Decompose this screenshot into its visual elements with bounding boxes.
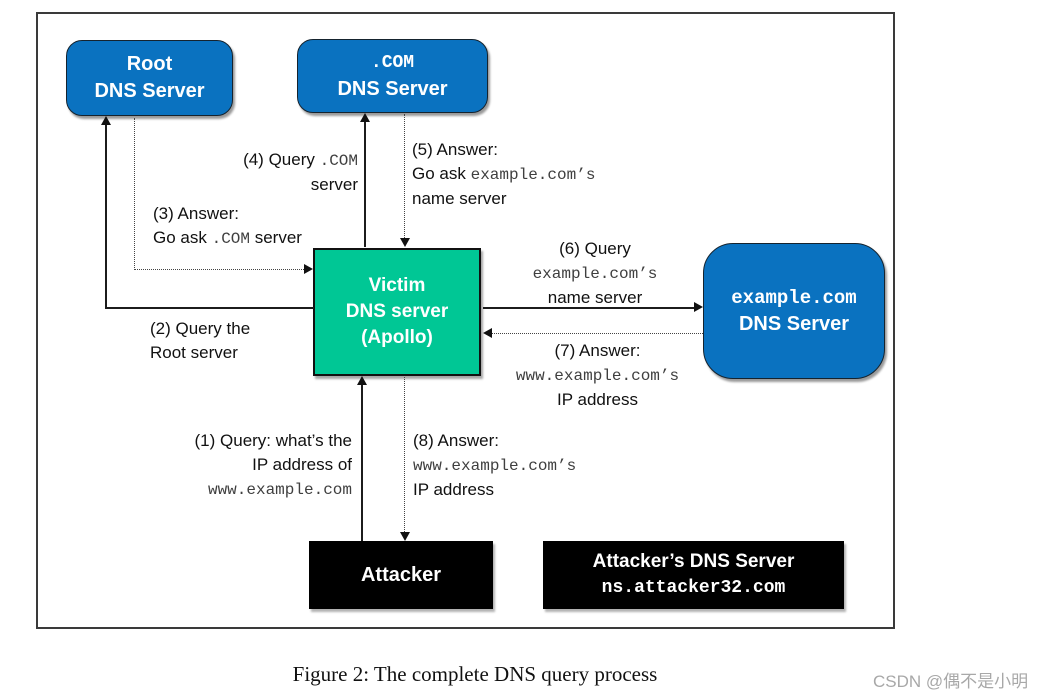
node-example-line2: DNS Server — [738, 312, 850, 335]
arrow-2-head-icon — [101, 116, 111, 125]
node-attacker-dns-line2: ns.attacker32.com — [601, 578, 786, 598]
node-victim-line2: DNS server — [345, 301, 449, 322]
label-step3-line2: Go ask .COM server — [153, 228, 302, 248]
arrow-1-head-icon — [357, 376, 367, 385]
node-victim-dns-server: Victim DNS server (Apollo) — [313, 248, 481, 376]
label-step8-line1: (8) Answer: — [413, 431, 499, 450]
node-root-line1: Root — [126, 53, 173, 75]
arrow-7-head-icon — [483, 328, 492, 338]
label-step1-line1: (1) Query: what’s the — [194, 431, 352, 450]
label-step5-line1: (5) Answer: — [412, 140, 498, 159]
node-com-line2: DNS Server — [337, 77, 448, 100]
node-victim-line1: Victim — [368, 275, 426, 296]
arrow-5-head-icon — [400, 238, 410, 247]
label-step8-line3: IP address — [413, 480, 494, 499]
arrow-4-query-line — [364, 121, 366, 247]
label-step1-line3: www.example.com — [207, 481, 352, 499]
label-step7-line2: www.example.com’s — [515, 367, 680, 385]
label-step6: (6) Query example.com’s name server — [495, 237, 695, 310]
label-step7: (7) Answer: www.example.com’s IP address — [490, 339, 705, 412]
label-step8: (8) Answer: www.example.com’s IP address — [413, 429, 576, 502]
node-com-line1: .COM — [370, 52, 415, 73]
figure-caption: Figure 2: The complete DNS query process — [292, 662, 658, 686]
node-attacker-line1: Attacker — [360, 563, 442, 586]
label-step6-line3: name server — [547, 288, 643, 307]
node-victim-line3: (Apollo) — [361, 327, 433, 348]
node-example-dns-server: example.com DNS Server — [703, 243, 885, 379]
csdn-watermark: CSDN @偶不是小明 — [873, 672, 1029, 691]
node-root-dns-server: Root DNS Server — [66, 40, 233, 116]
arrow-3-head-icon — [304, 264, 313, 274]
arrow-3-answer-line-h — [134, 269, 304, 270]
label-step3: (3) Answer: Go ask .COM server — [153, 202, 302, 251]
node-attacker: Attacker — [309, 541, 493, 609]
label-step4: (4) Query .COM server — [170, 148, 358, 197]
arrow-6-head-icon — [694, 302, 703, 312]
label-step2-line2: Root server — [150, 343, 238, 362]
arrow-5-answer-line — [404, 114, 405, 238]
arrow-2-query-line-v — [105, 124, 107, 309]
node-attacker-dns-line1: Attacker’s DNS Server — [592, 551, 795, 572]
node-attacker-dns-server: Attacker’s DNS Server ns.attacker32.com — [543, 541, 844, 609]
arrow-1-query-line — [361, 384, 363, 541]
label-step2-line1: (2) Query the — [150, 319, 251, 338]
label-step5-line2: Go ask example.com’s — [412, 164, 596, 184]
label-step3-line1: (3) Answer: — [153, 204, 239, 223]
label-step7-line3: IP address — [557, 390, 638, 409]
label-step8-line2: www.example.com’s — [413, 457, 577, 475]
arrow-7-answer-line — [492, 333, 703, 334]
label-step5-line3: name server — [412, 189, 507, 208]
label-step1-line2: IP address of — [252, 455, 352, 474]
label-step7-line1: (7) Answer: — [554, 341, 641, 360]
label-step2: (2) Query the Root server — [150, 317, 250, 365]
arrow-3-answer-line-v — [134, 118, 135, 270]
label-step5: (5) Answer: Go ask example.com’s name se… — [412, 138, 595, 211]
node-example-line1: example.com — [731, 286, 857, 309]
arrow-2-query-line-h — [105, 307, 314, 309]
label-step4-line1: (4) Query .COM — [243, 150, 358, 170]
label-step4-line2: server — [310, 175, 358, 194]
node-root-line2: DNS Server — [94, 80, 205, 102]
label-step1: (1) Query: what’s the IP address of www.… — [140, 429, 352, 502]
arrow-8-head-icon — [400, 532, 410, 541]
label-step6-line1: (6) Query — [559, 239, 631, 258]
arrow-8-answer-line — [404, 377, 405, 532]
node-com-dns-server: .COM DNS Server — [297, 39, 488, 113]
arrow-6-query-line — [483, 307, 694, 309]
label-step6-line2: example.com’s — [532, 265, 658, 283]
arrow-4-head-icon — [360, 113, 370, 122]
